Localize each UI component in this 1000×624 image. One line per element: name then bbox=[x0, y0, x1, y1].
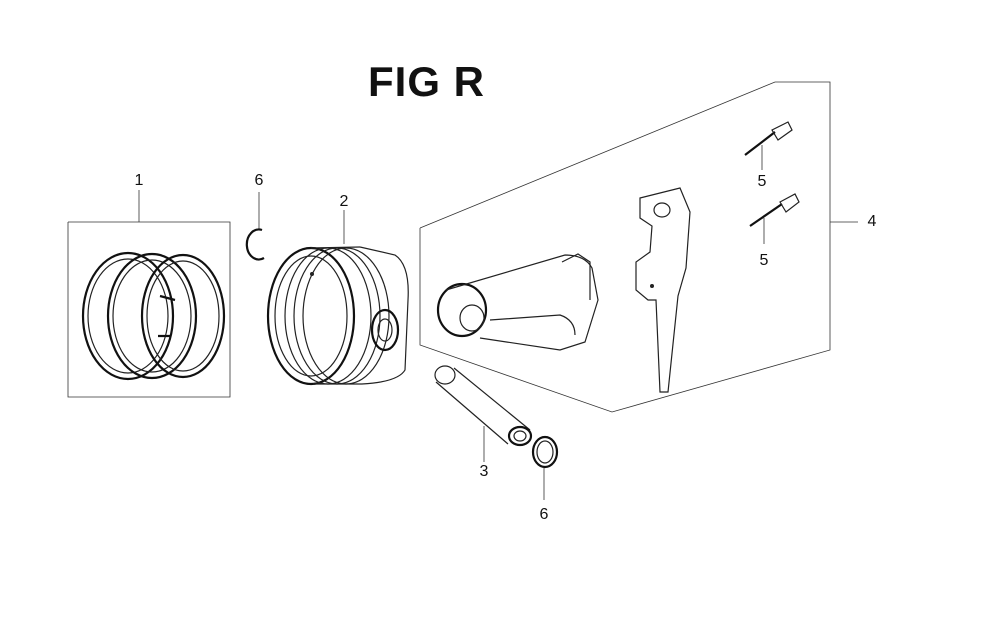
piston-ring-set bbox=[67, 190, 231, 398]
snap-ring-lower bbox=[531, 435, 559, 500]
snap-ring-upper bbox=[245, 192, 265, 261]
callout-6-upper: 6 bbox=[254, 172, 264, 189]
cap-bolt-upper bbox=[744, 121, 793, 170]
callout-4: 4 bbox=[867, 213, 877, 230]
cap-bolt-lower bbox=[749, 193, 800, 244]
callout-6-lower: 6 bbox=[539, 506, 549, 523]
callout-5-lower: 5 bbox=[759, 252, 769, 269]
figure-title: FIG R bbox=[368, 58, 485, 105]
callout-5-upper: 5 bbox=[757, 173, 767, 190]
callout-1: 1 bbox=[134, 172, 144, 189]
piston bbox=[266, 210, 409, 386]
callout-2: 2 bbox=[339, 193, 349, 210]
piston-pin bbox=[434, 365, 533, 462]
connecting-rod-assembly bbox=[419, 81, 858, 413]
callout-3: 3 bbox=[479, 463, 489, 480]
